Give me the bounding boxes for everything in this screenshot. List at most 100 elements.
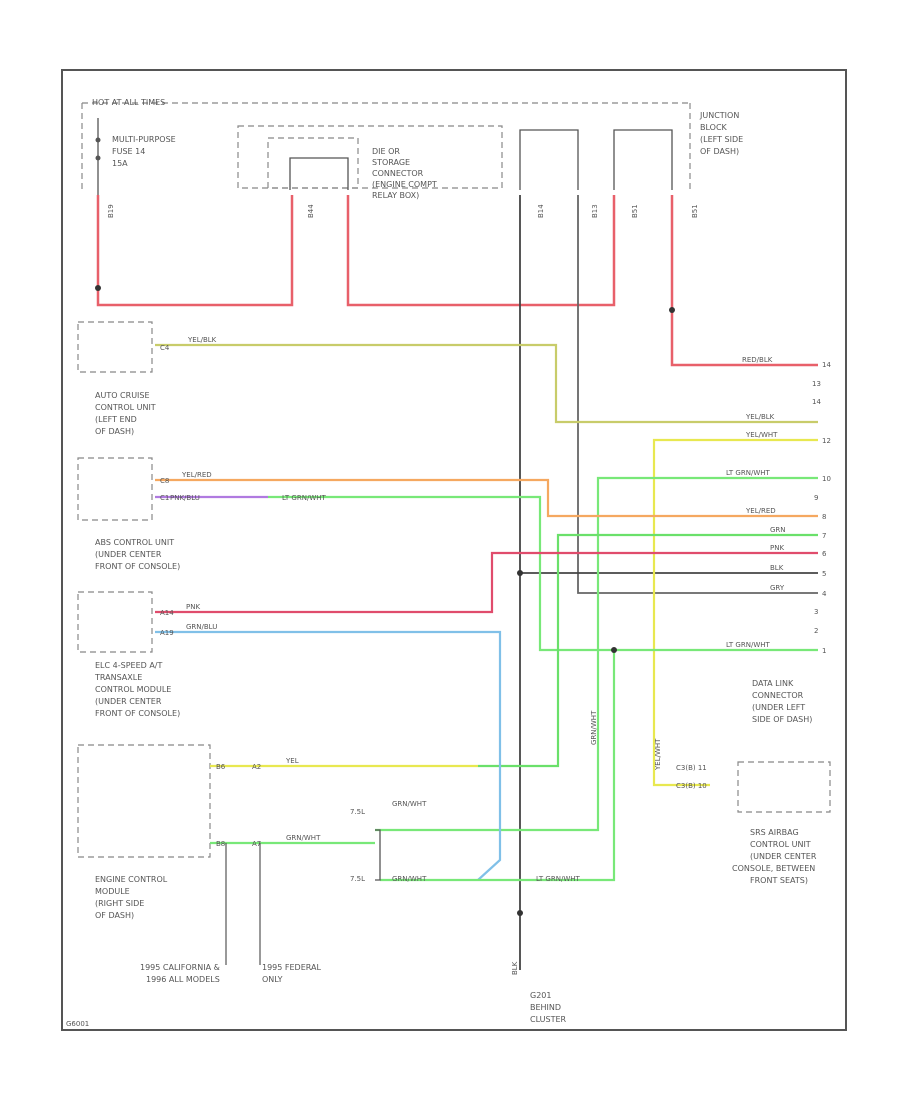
svg-text:8: 8 bbox=[822, 513, 826, 521]
wire-label-gry: GRY bbox=[770, 584, 785, 592]
pin-ecm-b: A2 bbox=[252, 763, 261, 771]
splice-code-5: B51 bbox=[631, 204, 639, 218]
lt-grn-splice bbox=[611, 647, 617, 653]
grn-wire bbox=[478, 533, 818, 768]
wire-label-blk-vert: BLK bbox=[511, 961, 519, 975]
red-splice-1 bbox=[95, 285, 101, 291]
abs-unit-box bbox=[77, 457, 153, 521]
pin-abs-1: C8 bbox=[160, 477, 169, 485]
svg-text:6: 6 bbox=[822, 550, 827, 558]
dlc-pin-column: 14 13 14 12 10 9 8 7 6 5 4 3 2 1 bbox=[812, 361, 831, 655]
svg-text:(RIGHT SIDE: (RIGHT SIDE bbox=[95, 899, 144, 908]
junction-top-wire-2 bbox=[613, 129, 673, 190]
splice-code-6: B51 bbox=[691, 204, 699, 218]
yel-red-wire bbox=[155, 478, 818, 518]
svg-text:(UNDER CENTER: (UNDER CENTER bbox=[95, 697, 162, 706]
relay-box-outline bbox=[237, 125, 503, 189]
pin-elc-2: A19 bbox=[160, 629, 174, 637]
wire-label-lt-grn-wht-2: LT GRN/WHT bbox=[282, 494, 327, 502]
fuse-node bbox=[95, 137, 101, 143]
pin-ecm-c: B8 bbox=[216, 840, 225, 848]
relay-label-1: DIE OR bbox=[372, 147, 400, 156]
red-splice-2 bbox=[669, 307, 675, 313]
relay-label-2: STORAGE bbox=[372, 158, 410, 167]
grn-blu-wire bbox=[155, 630, 502, 881]
svg-text:4: 4 bbox=[822, 590, 827, 598]
svg-text:ABS CONTROL UNIT: ABS CONTROL UNIT bbox=[95, 538, 174, 547]
svg-text:14: 14 bbox=[822, 361, 831, 369]
svg-text:FRONT OF CONSOLE): FRONT OF CONSOLE) bbox=[95, 562, 180, 571]
diagram-frame bbox=[61, 69, 847, 1031]
svg-text:(UNDER CENTER: (UNDER CENTER bbox=[95, 550, 162, 559]
elc-module-box bbox=[77, 591, 153, 653]
ecm-box bbox=[77, 744, 211, 858]
svg-text:OF DASH): OF DASH) bbox=[95, 427, 134, 436]
wire-label-yel-wht: YEL/WHT bbox=[745, 431, 778, 439]
svg-text:CONTROL UNIT: CONTROL UNIT bbox=[750, 840, 811, 849]
red-blk-wire bbox=[670, 195, 818, 367]
wire-label-grn-blu: GRN/BLU bbox=[186, 623, 217, 631]
srs-label: SRS AIRBAG CONTROL UNIT (UNDER CENTER CO… bbox=[732, 828, 817, 885]
red-wire-fuse bbox=[96, 195, 294, 307]
svg-text:1996 ALL MODELS: 1996 ALL MODELS bbox=[146, 975, 220, 984]
bracket-75l bbox=[375, 829, 381, 881]
splice-code-2: B44 bbox=[307, 204, 315, 218]
svg-text:OF DASH): OF DASH) bbox=[95, 911, 134, 920]
splice-code-1: B19 bbox=[107, 204, 115, 218]
pin-cruise: C4 bbox=[160, 344, 170, 352]
pin-elc-1: A14 bbox=[160, 609, 174, 617]
svg-text:BEHIND: BEHIND bbox=[530, 1003, 561, 1012]
svg-text:3: 3 bbox=[814, 608, 818, 616]
svg-text:FRONT SEATS): FRONT SEATS) bbox=[750, 876, 808, 885]
lt-grn-wht-wire-dlc10 bbox=[375, 476, 818, 832]
ground-node bbox=[517, 910, 523, 916]
fuse-label-3: 15A bbox=[112, 159, 128, 168]
svg-text:FRONT OF CONSOLE): FRONT OF CONSOLE) bbox=[95, 709, 180, 718]
blk-splice bbox=[517, 570, 523, 576]
wire-label-lt-grn-wht-1: LT GRN/WHT bbox=[726, 469, 771, 477]
elc-label: ELC 4-SPEED A/T TRANSAXLE CONTROL MODULE… bbox=[94, 661, 180, 718]
pin-75l-2: 7.5L bbox=[350, 875, 365, 883]
gry-vertical-wire bbox=[577, 195, 818, 594]
svg-text:ONLY: ONLY bbox=[262, 975, 283, 984]
srs-unit-box bbox=[737, 761, 831, 813]
svg-text:7: 7 bbox=[822, 532, 826, 540]
junction-label-4: OF DASH) bbox=[700, 147, 739, 156]
yel-blk-wire bbox=[155, 343, 818, 424]
wire-label-grn-wht-2: GRN/WHT bbox=[392, 800, 427, 808]
svg-text:2: 2 bbox=[814, 627, 818, 635]
grn-wht-lower-wire bbox=[380, 650, 616, 882]
pin-75l-1: 7.5L bbox=[350, 808, 365, 816]
dlc-label: DATA LINK CONNECTOR (UNDER LEFT SIDE OF … bbox=[752, 679, 812, 724]
wire-label-yel-red-2: YEL/RED bbox=[745, 507, 776, 515]
junction-label-1: JUNCTION bbox=[699, 111, 739, 120]
wire-label-grn: GRN bbox=[770, 526, 786, 534]
wire-label-yel: YEL bbox=[285, 757, 299, 765]
california-note: 1995 CALIFORNIA & 1996 ALL MODELS bbox=[140, 963, 220, 984]
svg-text:1995 FEDERAL: 1995 FEDERAL bbox=[262, 963, 321, 972]
pin-abs-2: C1 bbox=[160, 494, 169, 502]
splice-code-4: B13 bbox=[591, 204, 599, 218]
pin-srs-2: C3(B) 10 bbox=[676, 782, 707, 790]
pin-srs-1: C3(B) 11 bbox=[676, 764, 707, 772]
svg-text:SIDE OF DASH): SIDE OF DASH) bbox=[752, 715, 812, 724]
wire-label-grn-wht-1: GRN/WHT bbox=[286, 834, 321, 842]
wire-label-yel-blk-1: YEL/BLK bbox=[187, 336, 217, 344]
svg-text:TRANSAXLE: TRANSAXLE bbox=[94, 673, 142, 682]
wire-label-yel-red-1: YEL/RED bbox=[181, 471, 212, 479]
svg-text:CONTROL MODULE: CONTROL MODULE bbox=[95, 685, 171, 694]
wire-label-blk: BLK bbox=[770, 564, 784, 572]
svg-text:DATA LINK: DATA LINK bbox=[752, 679, 794, 688]
red-wire-relay bbox=[346, 195, 616, 307]
relay-top-wire bbox=[289, 157, 349, 190]
junction-label-3: (LEFT SIDE bbox=[700, 135, 743, 144]
svg-text:CLUSTER: CLUSTER bbox=[530, 1015, 567, 1024]
wire-label-lt-grn-wht-3: LT GRN/WHT bbox=[726, 641, 771, 649]
svg-text:1995 CALIFORNIA &: 1995 CALIFORNIA & bbox=[140, 963, 220, 972]
fuse-label-1: MULTI-PURPOSE bbox=[112, 135, 176, 144]
svg-text:1: 1 bbox=[822, 647, 826, 655]
relay-inner-outline bbox=[267, 137, 359, 189]
svg-text:CONNECTOR: CONNECTOR bbox=[752, 691, 804, 700]
wire-label-grn-wht-3: GRN/WHT bbox=[392, 875, 427, 883]
